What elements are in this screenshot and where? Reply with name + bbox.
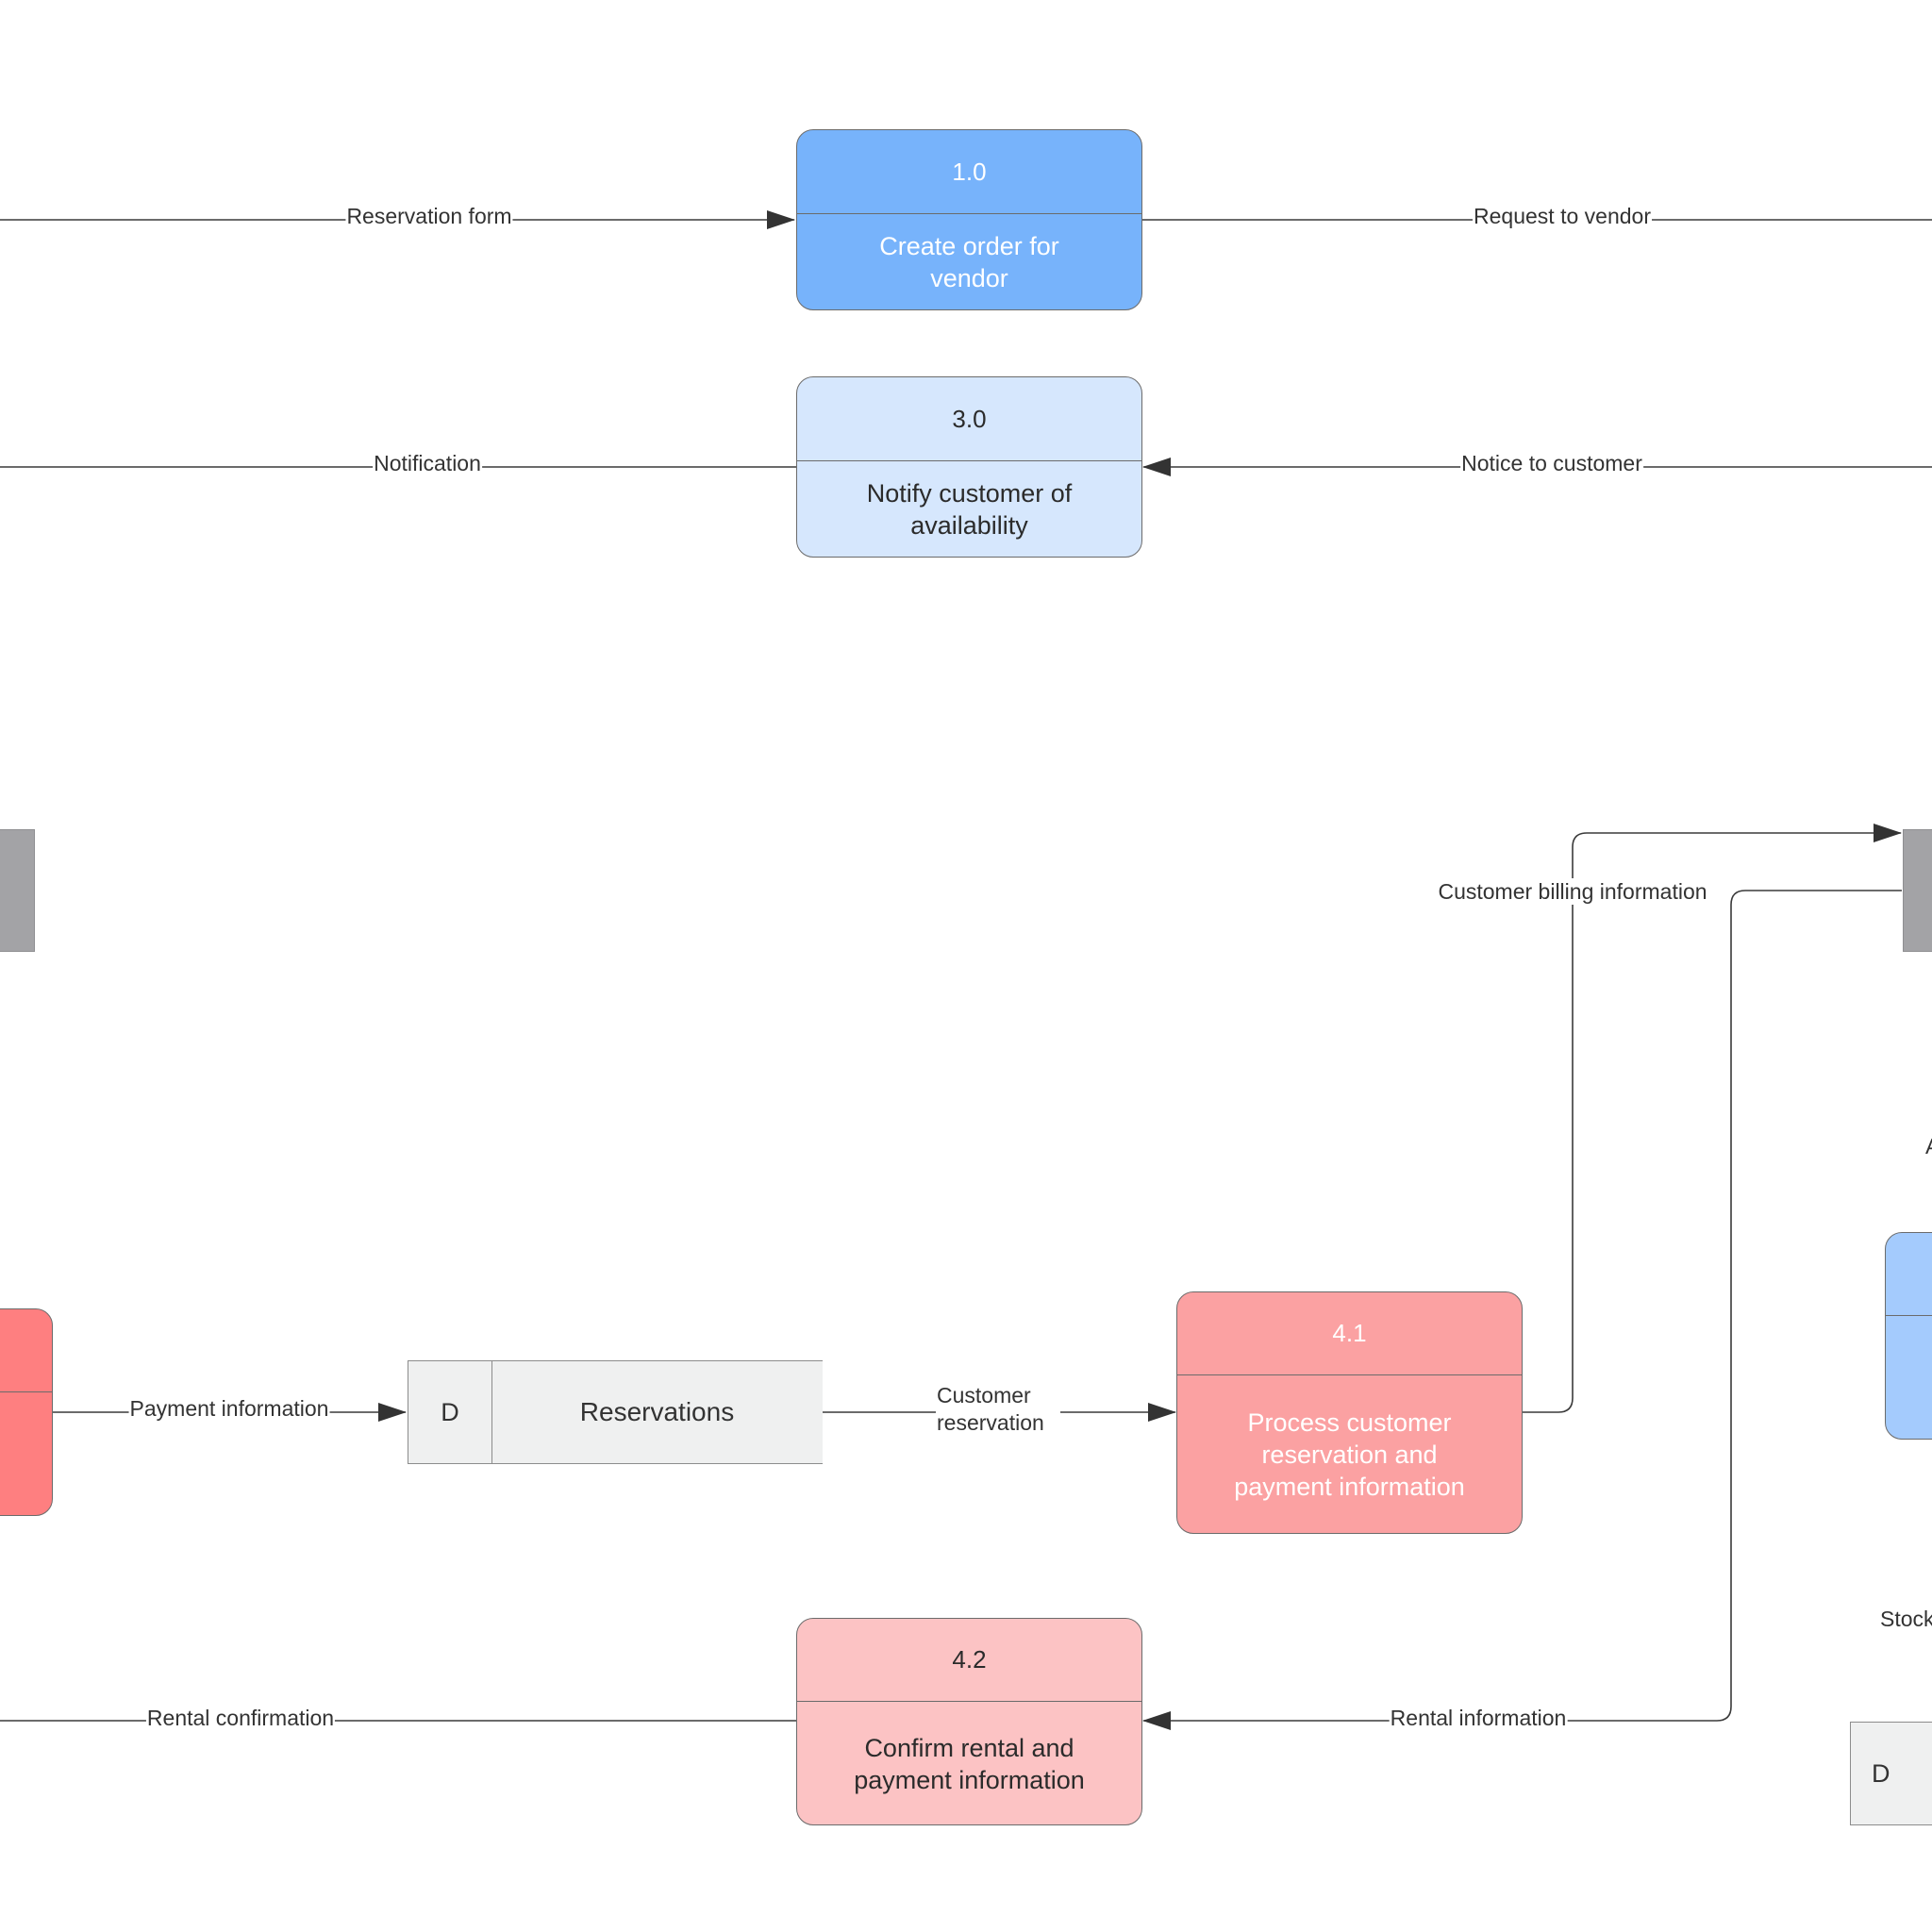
process-3-0[interactable]: 3.0 Notify customer of availability <box>796 376 1142 558</box>
process-4-1[interactable]: 4.1 Process customer reservation and pay… <box>1176 1291 1523 1534</box>
label-partial-stock: Stock <box>1879 1606 1932 1632</box>
process-divider <box>1886 1315 1932 1316</box>
process-id: 4.1 <box>1332 1319 1367 1347</box>
label-request-to-vendor: Request to vendor <box>1473 203 1652 229</box>
label-notice-to-customer: Notice to customer <box>1460 450 1643 476</box>
data-store-name: Reservations <box>579 1397 735 1426</box>
process-text: Notify customer of availability <box>866 479 1073 540</box>
flow-rental-information-line <box>1142 890 1902 1730</box>
process-4-2[interactable]: 4.2 Confirm rental and payment informati… <box>796 1618 1142 1825</box>
process-id: 1.0 <box>952 157 987 186</box>
label-rental-confirmation: Rental confirmation <box>145 1705 336 1731</box>
process-divider <box>797 460 1141 461</box>
data-store-id: D <box>408 1361 492 1463</box>
process-divider <box>0 1391 52 1392</box>
process-divider <box>797 213 1141 214</box>
process-id: 4.2 <box>952 1645 987 1674</box>
data-store-id: D <box>1872 1758 1890 1788</box>
process-text: Confirm rental and payment information <box>854 1733 1085 1794</box>
process-divider <box>797 1701 1141 1702</box>
label-payment-information: Payment information <box>128 1395 330 1422</box>
label-notification: Notification <box>373 450 482 476</box>
external-entity-right[interactable] <box>1903 829 1932 952</box>
process-text: Create order for vendor <box>879 232 1059 292</box>
data-store-partial[interactable]: D <box>1850 1722 1932 1825</box>
process-1-0[interactable]: 1.0 Create order for vendor <box>796 129 1142 310</box>
external-entity-left[interactable] <box>0 829 35 952</box>
label-reservation-form: Reservation form <box>345 203 513 229</box>
process-divider <box>1177 1374 1522 1375</box>
process-id: 3.0 <box>952 404 987 433</box>
label-rental-information: Rental information <box>1389 1705 1568 1731</box>
label-partial-av: Av <box>1924 1133 1932 1159</box>
process-text: Process customer reservation and payment… <box>1234 1408 1465 1501</box>
label-customer-billing-information: Customer billing information <box>1437 878 1708 905</box>
process-partial-left[interactable] <box>0 1308 53 1516</box>
process-partial-right[interactable] <box>1885 1232 1932 1440</box>
label-customer-reservation: Customer reservation <box>936 1382 1060 1437</box>
data-store-reservations[interactable]: D Reservations <box>408 1360 823 1464</box>
flow-customer-billing-line <box>1522 824 1902 1413</box>
